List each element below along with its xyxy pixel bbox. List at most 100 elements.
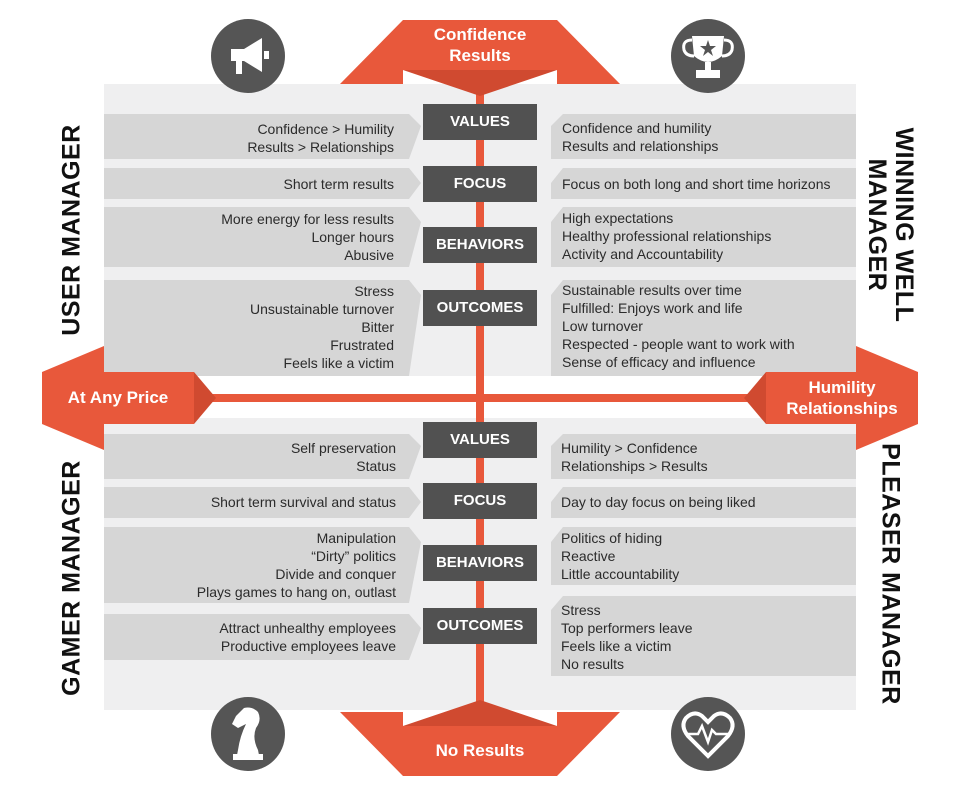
megaphone-icon	[211, 19, 285, 93]
left-arrow-wing-bottom	[42, 424, 104, 450]
list-item: Results and relationships	[562, 138, 719, 154]
list-item: Little accountability	[561, 566, 680, 582]
top-arrow-wing-right	[557, 20, 620, 84]
bottom-arrow-box	[403, 726, 557, 776]
list-item: Fulfilled: Enjoys work and life	[562, 300, 743, 316]
list-item: Activity and Accountability	[562, 246, 724, 262]
pleaser-manager-title: PLEASER MANAGER	[876, 443, 905, 705]
right-arrow-wing-bottom	[856, 424, 918, 450]
list-item: Longer hours	[311, 229, 394, 245]
band-left-outcomes-bottom	[104, 614, 421, 660]
focus-bottom-left-text: Short term survival and status	[104, 493, 396, 511]
values-top-right-text: Confidence and humility Results and rela…	[562, 119, 852, 155]
row-label-behaviors-top: BEHAVIORS	[435, 236, 525, 253]
list-item: Results > Relationships	[247, 139, 394, 155]
left-arrow-box	[42, 372, 194, 424]
gamer-manager-title: GAMER MANAGER	[57, 460, 86, 696]
winning-well-line1: WINNING WELL	[890, 127, 918, 323]
list-item: Day to day focus on being liked	[561, 494, 756, 510]
right-arrow-box	[766, 372, 918, 424]
left-arrow-label: At Any Price	[67, 388, 169, 407]
list-item: Sense of efficacy and influence	[562, 354, 756, 370]
top-arrow-tip	[403, 70, 557, 96]
list-item: Confidence > Humility	[257, 121, 394, 137]
list-item: Confidence and humility	[562, 120, 712, 136]
bottom-arrow-tip	[403, 700, 557, 726]
outcomes-bottom-right-text: Stress Top performers leave Feels like a…	[561, 601, 851, 673]
label-box-focus-top	[423, 166, 537, 202]
label-box-values-bottom	[423, 422, 537, 458]
behaviors-bottom-right-text: Politics of hiding Reactive Little accou…	[561, 529, 851, 583]
bottom-arrow-wing	[340, 712, 403, 776]
right-arrow-line1: Humility	[808, 378, 876, 397]
right-arrow-wing-top	[856, 346, 918, 372]
heart-pulse-icon	[671, 697, 745, 771]
behaviors-bottom-left-text: Manipulation “Dirty” politics Divide and…	[104, 529, 396, 601]
list-item: Stress	[561, 602, 601, 618]
row-label-values-bottom: VALUES	[450, 431, 510, 448]
row-label-focus-top: FOCUS	[453, 175, 507, 192]
values-bottom-right-text: Humility > Confidence Relationships > Re…	[561, 439, 851, 475]
right-arrow-line2: Relationships	[786, 399, 898, 418]
band-right-values-top	[551, 114, 856, 159]
list-item: Short term results	[283, 176, 394, 192]
top-arrow-wing	[340, 20, 403, 84]
row-label-focus-bottom: FOCUS	[453, 492, 507, 509]
focus-bottom-right-text: Day to day focus on being liked	[561, 493, 851, 511]
behaviors-top-left-text: More energy for less results Longer hour…	[104, 210, 394, 264]
trophy-icon	[671, 19, 745, 93]
band-right-outcomes-top	[551, 280, 856, 376]
outcomes-top-right-text: Sustainable results over time Fulfilled:…	[562, 281, 852, 371]
label-box-behaviors-top	[423, 227, 537, 263]
right-arrow-label: Humility Relationships	[766, 377, 918, 419]
right-arrow-tip	[744, 372, 766, 424]
left-arrow-wing-top	[42, 346, 104, 372]
list-item: Attract unhealthy employees	[219, 620, 396, 636]
list-item: Abusive	[344, 247, 394, 263]
list-item: Humility > Confidence	[561, 440, 698, 456]
list-item: Short term survival and status	[210, 494, 396, 510]
row-label-behaviors-bottom: BEHAVIORS	[435, 554, 525, 571]
values-bottom-left-text: Self preservation Status	[104, 439, 396, 475]
top-arrow-line1: Confidence	[433, 25, 527, 44]
focus-top-right-text: Focus on both long and short time horizo…	[562, 175, 852, 193]
band-right-focus-top	[551, 168, 856, 199]
row-label-outcomes-top: OUTCOMES	[436, 299, 524, 316]
outcomes-top-left-text: Stress Unsustainable turnover Bitter Fru…	[104, 282, 394, 372]
band-right-focus-bottom	[551, 487, 856, 518]
list-item: Feels like a victim	[283, 355, 394, 371]
list-item: Healthy professional relationships	[562, 228, 772, 244]
outcomes-bottom-left-text: Attract unhealthy employees Productive e…	[104, 619, 396, 655]
band-left-values-top	[104, 114, 421, 159]
label-box-outcomes-bottom	[423, 608, 537, 644]
list-item: Low turnover	[562, 318, 643, 334]
band-right-values-bottom	[551, 434, 856, 479]
bottom-arrow-label: No Results	[435, 741, 525, 760]
list-item: Divide and conquer	[275, 566, 396, 582]
top-arrow-label: Confidence Results	[403, 24, 557, 66]
values-top-left-text: Confidence > Humility Results > Relation…	[104, 120, 394, 156]
label-box-behaviors-bottom	[423, 545, 537, 581]
band-left-focus-bottom	[104, 487, 421, 518]
band-right-outcomes-bottom	[551, 596, 856, 676]
list-item: Top performers leave	[561, 620, 693, 636]
list-item: Plays games to hang on, outlast	[196, 584, 396, 600]
list-item: Bitter	[361, 319, 394, 335]
list-item: Feels like a victim	[561, 638, 672, 654]
list-item: No results	[561, 656, 625, 672]
band-right-behaviors-top	[551, 207, 856, 267]
bottom-arrow-wing-right	[557, 712, 620, 776]
band-left-focus-top	[104, 168, 421, 199]
label-box-outcomes-top	[423, 290, 537, 326]
horizontal-axis	[200, 394, 760, 402]
label-box-focus-bottom	[423, 483, 537, 519]
band-right-behaviors-bottom	[551, 527, 856, 585]
list-item: Self preservation	[290, 440, 396, 456]
band-left-values-bottom	[104, 434, 421, 479]
behaviors-top-right-text: High expectations Healthy professional r…	[562, 209, 852, 263]
focus-top-left-text: Short term results	[104, 175, 394, 193]
row-label-values-top: VALUES	[450, 113, 510, 130]
list-item: Productive employees leave	[220, 638, 396, 654]
